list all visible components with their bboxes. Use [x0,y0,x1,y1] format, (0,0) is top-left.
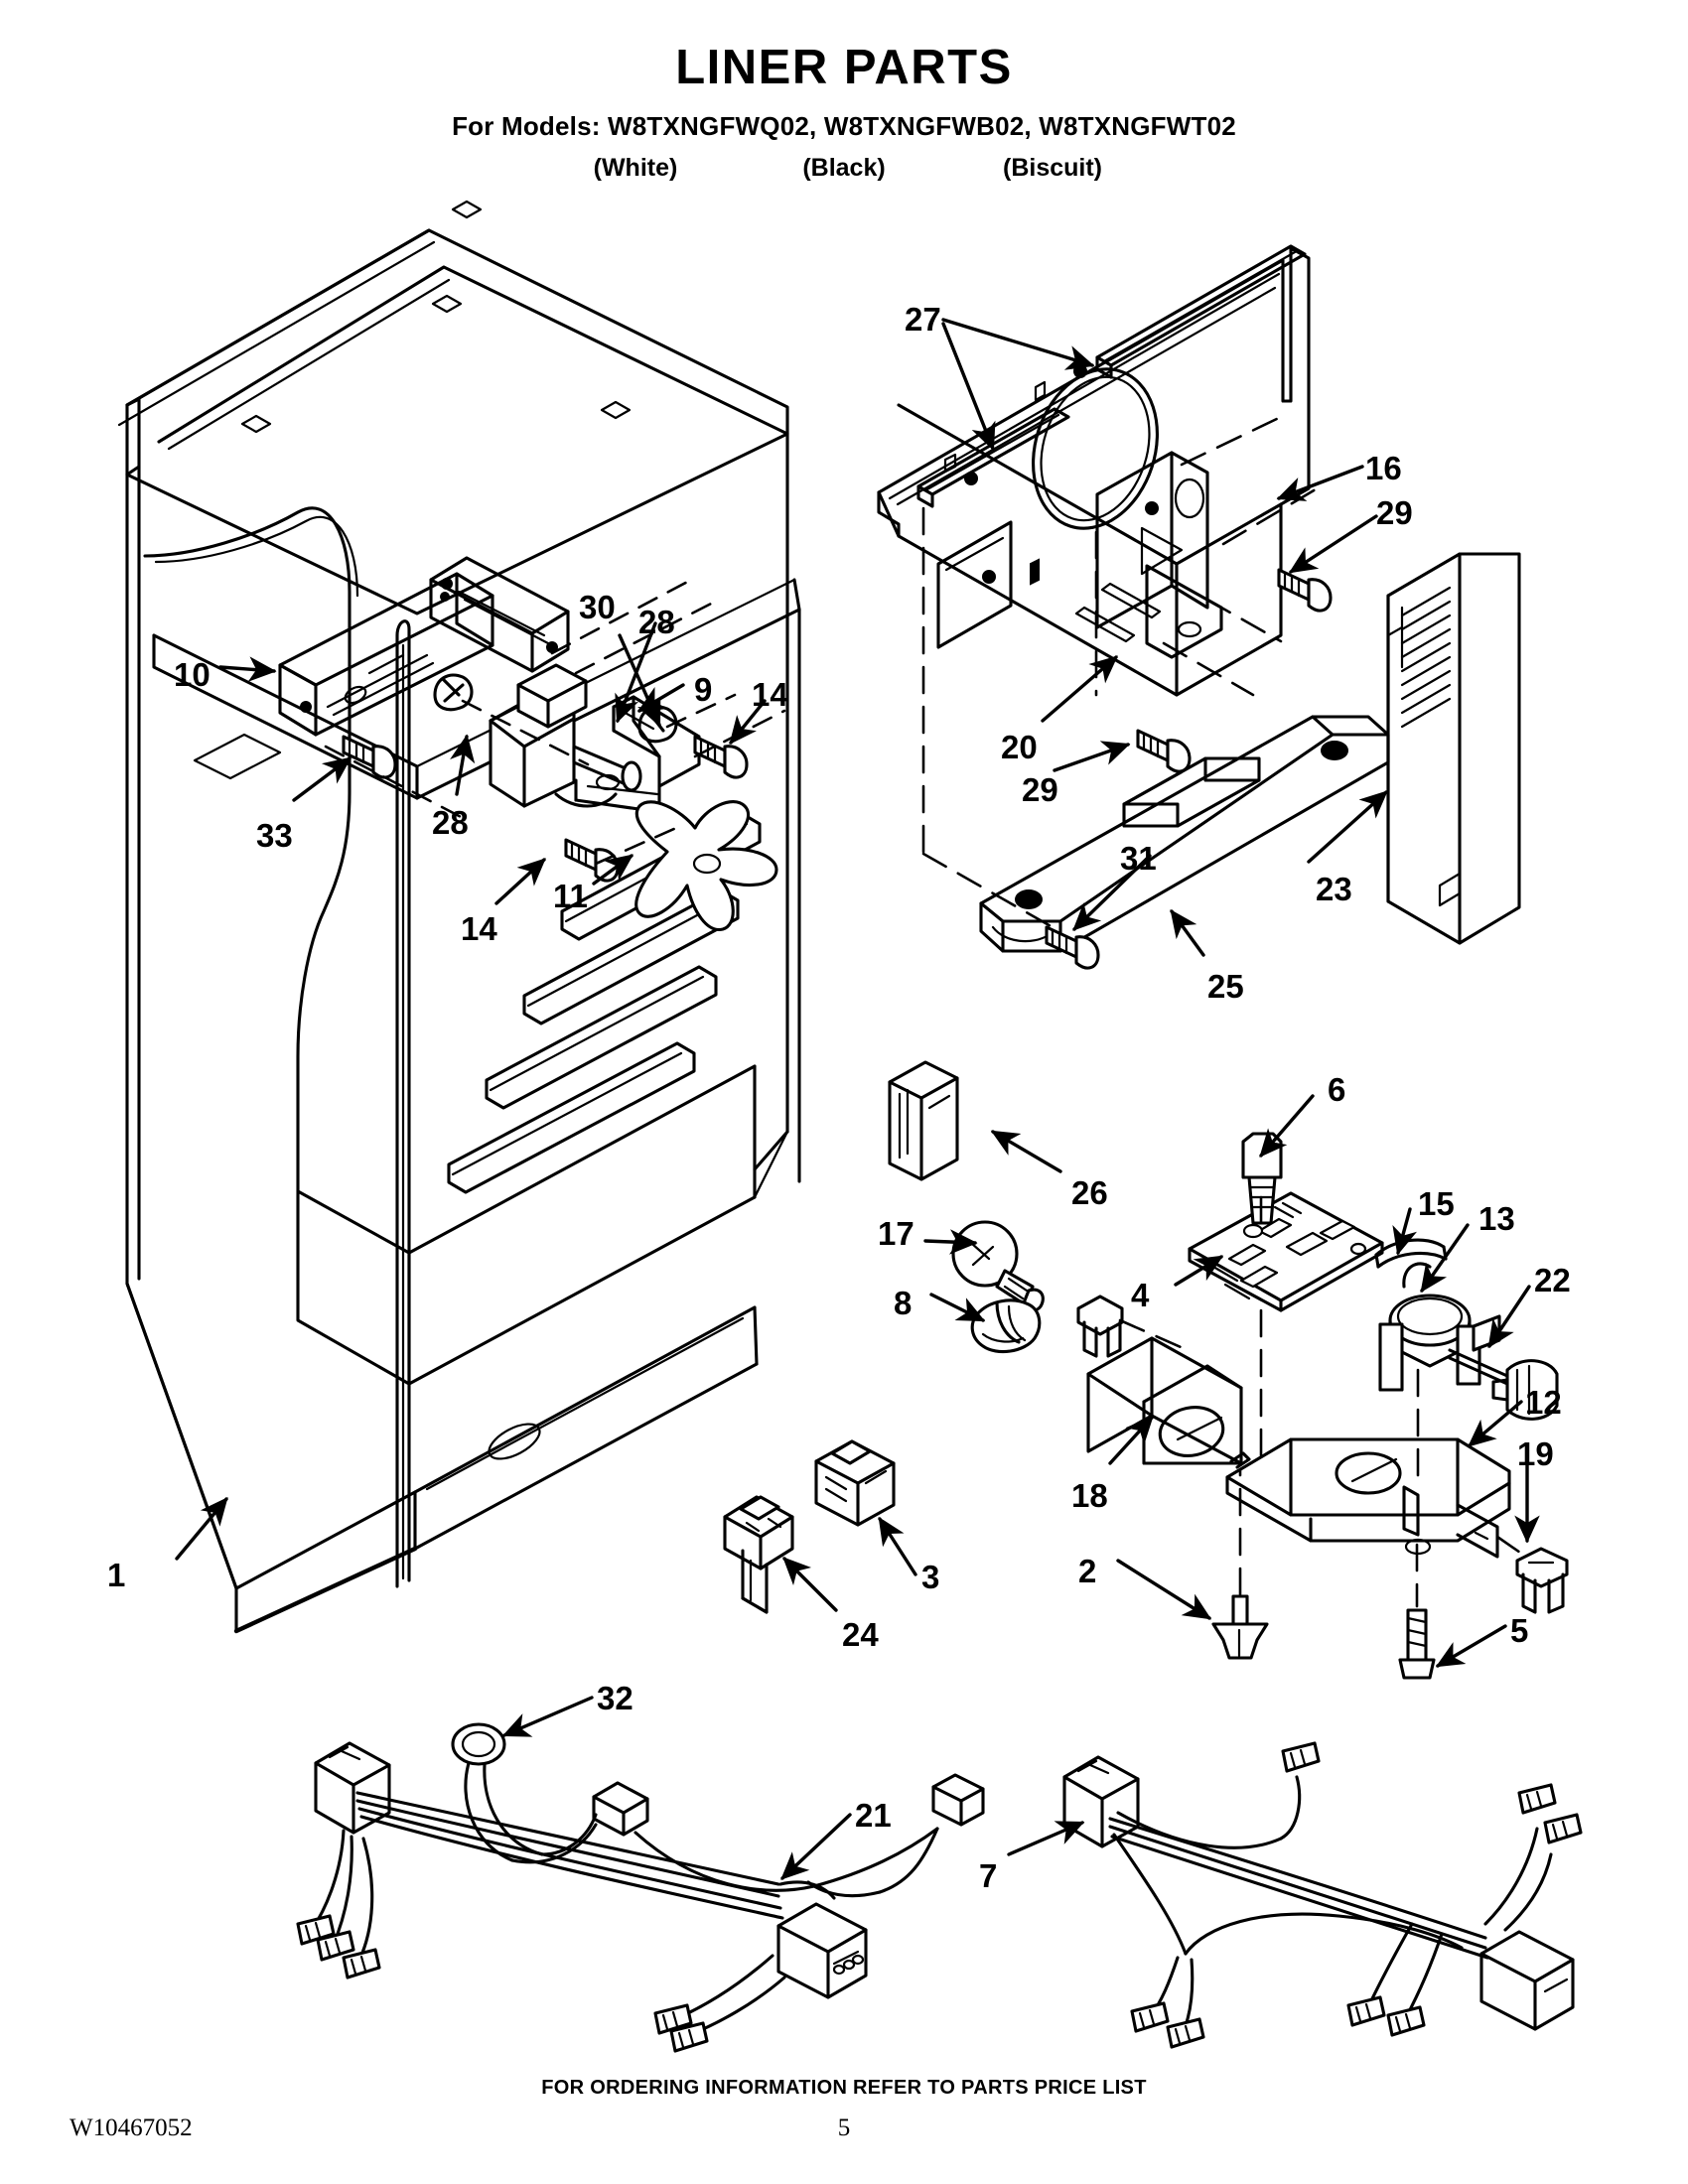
figure-small-connectors [723,1060,959,1614]
harness-terminals-left [296,1914,709,2053]
screw-29-lower [1136,729,1192,773]
callout-number-28: 28 [432,804,469,841]
color-variant-row: (White) (Black) (Biscuit) [0,154,1688,183]
wire-clip-19 [1515,1547,1569,1614]
callout-number-16: 16 [1365,450,1402,486]
callout-number-5: 5 [1510,1612,1529,1649]
callout-number-3: 3 [921,1559,940,1595]
callout-number-22: 22 [1534,1262,1571,1298]
screw-upper [693,735,749,779]
figure-control-assembly [951,1132,1569,1680]
callout-number-6: 6 [1328,1071,1346,1108]
callout-number-20: 20 [1001,729,1038,765]
callout-number-27: 27 [905,301,941,338]
light-bulb [951,1220,1045,1312]
figure-wire-harness-right [1062,1741,1583,2049]
callout-number-30: 30 [579,589,616,625]
callout-number-12: 12 [1525,1384,1562,1421]
callout-number-18: 18 [1071,1477,1108,1514]
callout-number-29: 29 [1376,494,1413,531]
terminal-top [1281,1741,1321,1773]
callout-number-29: 29 [1022,771,1058,808]
fan-blade [634,800,778,931]
callout-number-24: 24 [842,1616,879,1653]
color-variant-black: (Black) [802,154,886,182]
callout-number-11: 11 [553,878,588,914]
callout-number-32: 32 [597,1680,633,1716]
screw-5 [1398,1608,1436,1680]
callout-leader-lines [175,318,1540,1880]
callout-number-9: 9 [694,671,713,708]
callout-number-14: 14 [752,676,788,713]
callout-number-13: 13 [1478,1200,1515,1237]
control-board [1188,1191,1384,1312]
callout-number-25: 25 [1207,968,1244,1005]
callout-number-26: 26 [1071,1174,1108,1211]
page-title: LINER PARTS [675,41,1013,94]
figure-air-duct-cover [979,552,1521,970]
callout-number-2: 2 [1078,1553,1097,1589]
screw-33 [342,735,397,779]
color-variant-white: (White) [593,154,678,182]
figure-cabinet-liner [117,200,801,1634]
callout-number-23: 23 [1316,871,1352,907]
screw-lower [564,838,620,883]
push-rivet [1211,1594,1269,1660]
wire-clip-small [1076,1295,1124,1358]
screw-29-upper [1277,568,1333,613]
callout-number-10: 10 [174,656,211,693]
color-variant-biscuit: (Biscuit) [1003,154,1102,182]
callout-number-21: 21 [855,1797,892,1834]
callout-number-33: 33 [256,817,293,854]
callout-number-17: 17 [878,1215,914,1252]
callout-number-31: 31 [1120,840,1157,877]
page-number: 5 [837,2115,851,2141]
callout-number-19: 19 [1517,1435,1554,1472]
callout-number-4: 4 [1131,1277,1150,1313]
light-housing [1086,1336,1243,1465]
callout-number-14: 14 [461,910,497,947]
figure-freezer-back-panel [877,244,1333,929]
figure-wire-harness-left [296,1722,985,2053]
callout-number-7: 7 [979,1857,998,1894]
callout-number-1: 1 [107,1557,126,1593]
models-line: For Models: W8TXNGFWQ02, W8TXNGFWB02, W8… [452,111,1236,141]
callout-number-8: 8 [894,1285,913,1321]
thermostat [1378,1262,1509,1392]
terminal-right-upper [1517,1783,1583,1844]
lamp-socket [970,1298,1042,1354]
document-number: W10467052 [70,2115,193,2141]
screw-31 [1045,925,1100,970]
control-pan [1225,1437,1511,1559]
ordering-info-note: FOR ORDERING INFORMATION REFER TO PARTS … [541,2077,1147,2099]
callout-number-15: 15 [1418,1185,1455,1222]
harness-terminals-right [1130,1995,1426,2049]
callout-number-28: 28 [638,604,675,640]
figure-liner-top-bracket [278,556,786,931]
